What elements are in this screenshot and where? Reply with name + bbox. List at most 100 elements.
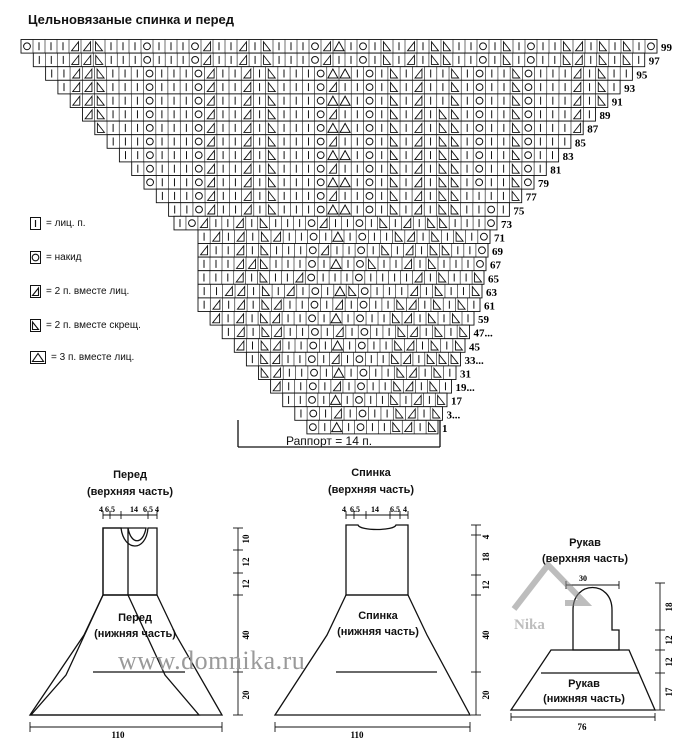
back-bottom-title: Спинка xyxy=(358,610,398,622)
front-upper-outline xyxy=(102,527,158,596)
yarn-over-icon xyxy=(30,251,41,264)
row-number-label: 61 xyxy=(484,301,495,313)
dimension-label: 40 xyxy=(241,630,251,640)
dimension-label: 18 xyxy=(664,602,674,612)
front-top-subtitle: (верхняя часть) xyxy=(86,486,174,498)
back-top-title: Спинка xyxy=(351,467,391,479)
dimension-label: 17 xyxy=(664,687,674,697)
front-bottom-subtitle: (нижняя часть) xyxy=(94,628,176,640)
dimension-label: 110 xyxy=(350,730,364,740)
row-number-label: 17 xyxy=(451,396,463,408)
dimension-label: 6.5 xyxy=(350,505,360,514)
watermark-url: www.domnika.ru xyxy=(118,646,306,675)
sleeve-top-subtitle: (верхняя часть) xyxy=(541,553,629,565)
legend-knit: = лиц. п. xyxy=(30,217,86,230)
row-number-label: 3... xyxy=(447,409,461,421)
chart-row xyxy=(82,107,596,122)
chart-row xyxy=(282,392,448,408)
row-number-label: 63 xyxy=(486,287,498,299)
chart-row xyxy=(197,229,491,244)
row-number-label: 81 xyxy=(550,165,561,177)
page-title: Цельновязаные спинка и перед xyxy=(28,12,235,27)
chart-row xyxy=(270,379,452,394)
chart-row xyxy=(32,52,646,68)
dimension-label: 4 xyxy=(99,505,103,514)
logo-text: Nika xyxy=(514,617,545,633)
chart-row xyxy=(306,419,439,435)
back-upper-outline xyxy=(345,524,409,596)
row-number-label: 77 xyxy=(526,192,538,204)
row-number-label: 73 xyxy=(501,219,513,231)
chart-row xyxy=(118,147,560,163)
rapport-label: Раппорт = 14 п. xyxy=(286,434,373,448)
legend-yarn-over: = накид xyxy=(30,251,82,264)
dimension-label: 12 xyxy=(241,579,251,589)
chart-row xyxy=(197,270,485,285)
dimension-label: 12 xyxy=(241,557,251,567)
row-number-label: 19... xyxy=(456,382,476,394)
legend-k2tog: = 2 п. вместе лиц. xyxy=(30,285,129,298)
dimension-label: 30 xyxy=(579,574,587,583)
sleeve-bottom-title: Рукав xyxy=(568,678,600,690)
chart-row xyxy=(106,134,572,149)
front-top-title: Перед xyxy=(113,469,147,481)
ssk-icon xyxy=(30,319,41,332)
dimension-label: 18 xyxy=(481,552,491,562)
chart-row xyxy=(209,311,475,326)
dimension-label: 6.5 xyxy=(143,505,153,514)
row-number-label: 69 xyxy=(492,246,504,258)
dimension-label: 4 xyxy=(155,505,159,514)
legend-k3tog: = 3 п. вместе лиц. xyxy=(30,351,134,364)
knitting-chart: 9997959391898785838179777573716967656361… xyxy=(20,39,673,448)
dimension-label: 10 xyxy=(241,534,251,544)
row-number-label: 97 xyxy=(649,56,661,68)
row-number-label: 59 xyxy=(478,314,490,326)
row-number-label: 83 xyxy=(563,151,575,163)
chart-row xyxy=(294,406,443,421)
chart-row xyxy=(20,39,658,54)
row-number-label: 91 xyxy=(612,97,623,109)
k2tog-icon xyxy=(30,285,41,298)
row-number-label: 93 xyxy=(624,83,636,95)
row-number-label: 1 xyxy=(442,423,448,435)
dimension-label: 14 xyxy=(130,505,138,514)
row-number-label: 31 xyxy=(460,369,471,381)
chart-row xyxy=(57,79,621,95)
dimension-label: 6.5 xyxy=(105,505,115,514)
chart-row xyxy=(221,324,470,340)
front-bottom-title: Перед xyxy=(118,612,152,624)
back-top-subtitle: (верхняя часть) xyxy=(327,484,415,496)
row-number-label: 89 xyxy=(600,110,612,122)
row-number-label: 33... xyxy=(465,355,485,367)
dimension-label: 20 xyxy=(481,690,491,700)
row-number-label: 85 xyxy=(575,137,587,149)
row-number-label: 99 xyxy=(661,42,673,54)
sleeve-bottom-subtitle: (нижняя часть) xyxy=(543,693,625,705)
chart-row xyxy=(197,297,481,312)
dimension-label: 4 xyxy=(403,505,407,514)
chart-row xyxy=(258,365,457,380)
dimension-label: 4 xyxy=(481,534,491,539)
dimension-label: 110 xyxy=(111,730,125,740)
dimension-label: 76 xyxy=(578,722,588,732)
dimension-label: 12 xyxy=(664,657,674,667)
chart-row xyxy=(197,283,483,299)
chart-row xyxy=(131,161,547,176)
dimension-label: 12 xyxy=(481,580,491,590)
chart-row xyxy=(94,120,584,136)
chart-row xyxy=(173,215,498,231)
chart-row xyxy=(168,202,510,217)
sleeve-top-title: Рукав xyxy=(569,537,601,549)
back-bottom-subtitle: (нижняя часть) xyxy=(337,626,419,638)
back-lower-outline xyxy=(273,594,472,716)
chart-row xyxy=(197,256,487,272)
knit-stitch-icon xyxy=(30,217,41,230)
chart-row xyxy=(197,243,489,258)
row-number-label: 75 xyxy=(513,205,525,217)
nika-logo: Nika xyxy=(511,560,593,633)
chart-row xyxy=(233,338,466,353)
row-number-label: 67 xyxy=(490,260,502,272)
chart-row xyxy=(45,66,633,81)
dimension-label: 4 xyxy=(342,505,346,514)
